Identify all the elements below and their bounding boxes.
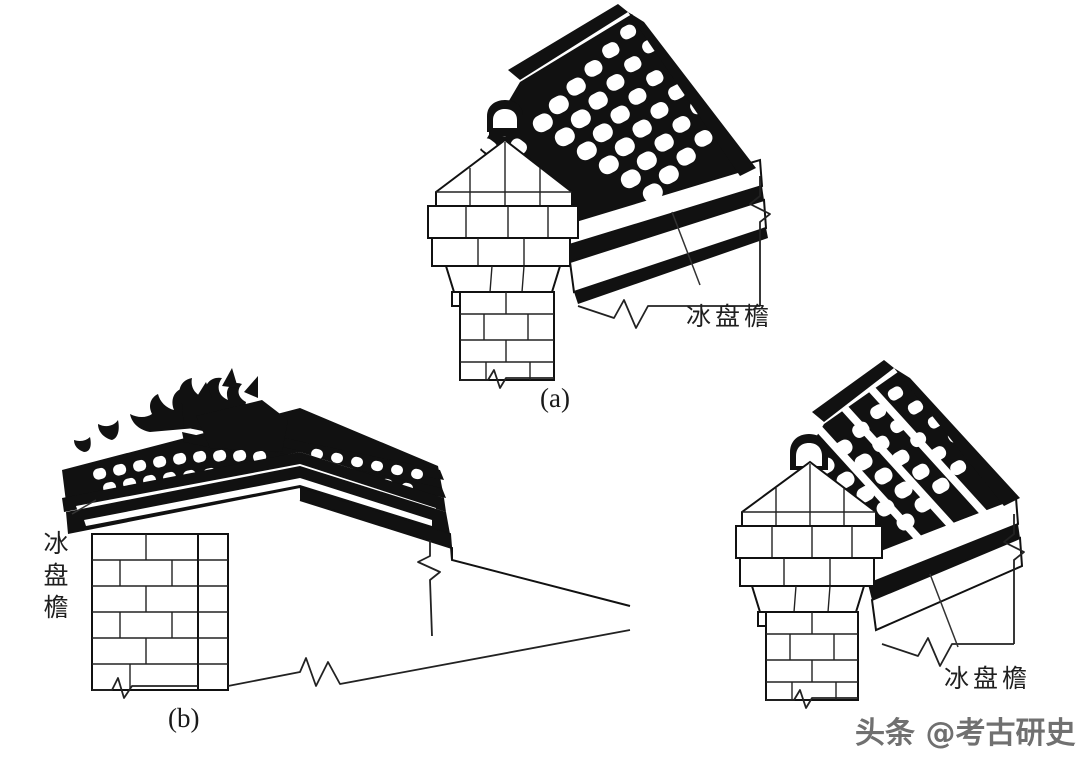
leader-line-b xyxy=(71,499,97,515)
leader-line-c xyxy=(929,573,959,648)
watermark: 头条 @考古研史 xyxy=(855,716,1076,751)
dragon-finial-b xyxy=(74,368,288,452)
subfigure-b-drawing xyxy=(62,368,631,699)
leader-line-a xyxy=(671,211,701,286)
eave-slab-a xyxy=(558,158,768,304)
break-line-c-right xyxy=(1003,514,1025,644)
brick-cornice-a xyxy=(427,138,579,389)
callout-label-cornice-c: 冰盘檐 xyxy=(944,664,1032,693)
subfigure-caption-a: (a) xyxy=(540,383,570,413)
brick-cornice-c xyxy=(735,460,883,709)
callout-label-cornice-b: 冰盘檐 xyxy=(40,530,69,626)
subfigure-caption-b: (b) xyxy=(168,703,200,733)
break-line-b-right xyxy=(417,540,441,637)
break-line-a-right xyxy=(749,176,771,306)
break-line-c-bottom xyxy=(881,637,1014,667)
brick-wall-b xyxy=(91,533,229,699)
subfigure-c-drawing xyxy=(702,360,1025,709)
break-line-b-bottom xyxy=(227,629,631,687)
break-line-a-bottom xyxy=(577,299,760,329)
callout-label-cornice-a: 冰盘檐 xyxy=(686,302,774,331)
